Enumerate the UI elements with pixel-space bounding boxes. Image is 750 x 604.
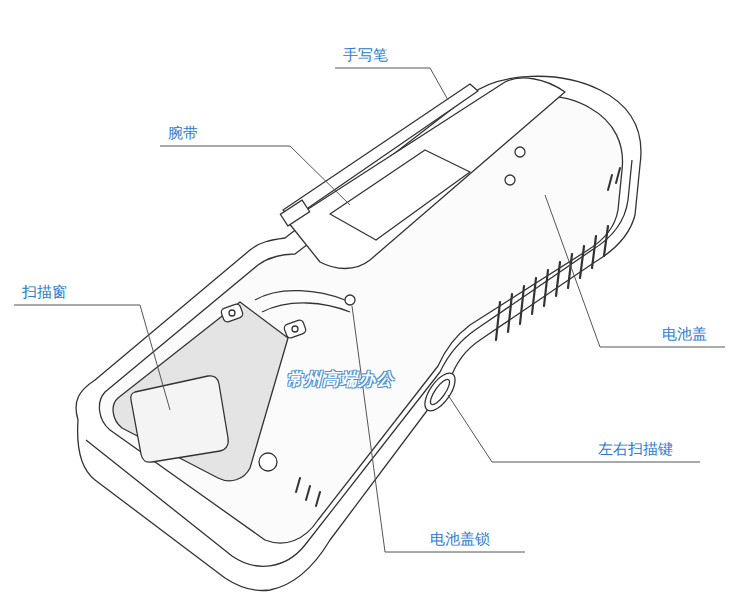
watermark: 常州高端办公 <box>286 368 394 391</box>
pen-clip <box>280 200 309 226</box>
part-label: 腕带 <box>168 124 198 142</box>
leader-line <box>14 305 170 410</box>
part-label: 电池盖 <box>662 325 707 343</box>
leader-line <box>335 68 448 100</box>
side-scan-button <box>419 368 461 416</box>
part-label: 手写笔 <box>343 46 388 64</box>
screw <box>283 319 307 339</box>
screw <box>220 303 244 323</box>
scan-window <box>131 376 228 462</box>
leader-line <box>448 395 700 462</box>
leader-line <box>545 195 725 347</box>
battery-lock <box>345 295 355 305</box>
strap-rivet <box>505 175 515 185</box>
leader-line <box>160 146 350 205</box>
strap-buckle <box>255 291 350 312</box>
screw-head <box>292 326 298 332</box>
part-label: 扫描窗 <box>22 283 67 301</box>
front-vents <box>296 168 620 506</box>
part-label: 左右扫描键 <box>598 440 673 458</box>
side-scan-button-inner <box>427 377 452 407</box>
part-label: 电池盖锁 <box>430 530 490 548</box>
strap-rivet <box>515 147 525 157</box>
wrist-strap <box>288 78 565 269</box>
leader-lines <box>14 68 725 552</box>
round-dot <box>259 453 277 471</box>
leader-line <box>352 306 525 552</box>
scanner-housing <box>113 302 288 481</box>
stylus-pen <box>283 84 478 219</box>
screw-head <box>229 310 235 316</box>
device-body <box>76 76 641 590</box>
